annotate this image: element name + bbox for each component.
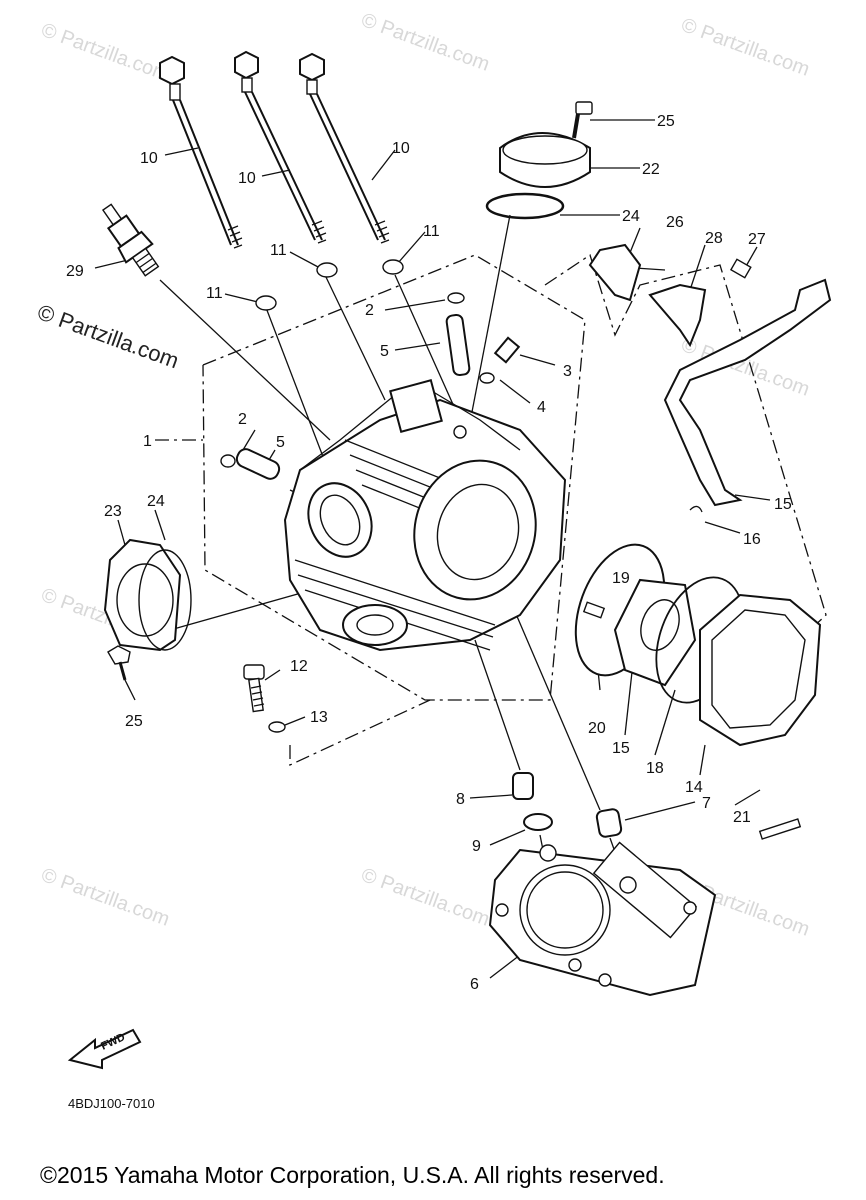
watermark: © Partzilla.com bbox=[38, 19, 172, 86]
callout-label: 24 bbox=[147, 493, 165, 510]
callout-label: 10 bbox=[238, 170, 256, 187]
callout-label: 2 bbox=[238, 411, 247, 428]
valve-cover-assembly bbox=[574, 543, 822, 840]
callout-label: 25 bbox=[657, 113, 675, 130]
callout-label: 21 bbox=[733, 809, 751, 826]
callout-label: 7 bbox=[702, 795, 711, 812]
watermark: © Partzilla.com bbox=[38, 864, 172, 931]
callout-label: 28 bbox=[705, 230, 723, 247]
callout-label: 2 bbox=[365, 302, 374, 319]
head-gasket bbox=[488, 841, 717, 997]
callout-label: 11 bbox=[270, 242, 287, 259]
callout-label: 10 bbox=[140, 150, 158, 167]
fwd-arrow: FWD bbox=[67, 1028, 142, 1070]
callout-label: 5 bbox=[380, 343, 389, 360]
callout-label: 11 bbox=[423, 223, 440, 240]
callout-label: 22 bbox=[642, 161, 660, 178]
callout-label: 13 bbox=[310, 709, 328, 726]
callout-label: 14 bbox=[685, 779, 703, 796]
callout-label: 6 bbox=[470, 976, 479, 993]
callout-label: 5 bbox=[276, 434, 285, 451]
callout-label: 15 bbox=[774, 496, 792, 513]
callout-label: 25 bbox=[125, 713, 143, 730]
tappet-cover bbox=[485, 101, 593, 220]
washer-11 bbox=[316, 262, 338, 278]
callout-label: 19 bbox=[612, 570, 630, 587]
watermark-main: © Partzilla.com bbox=[34, 299, 182, 373]
bolt-left bbox=[159, 55, 243, 249]
assembly-boundaries bbox=[155, 253, 827, 767]
callout-label: 1 bbox=[143, 433, 152, 450]
callout-labels: 10 10 10 11 11 11 29 25 22 24 2 5 3 4 1 … bbox=[66, 113, 792, 993]
cylinder-head-boundary bbox=[202, 254, 586, 701]
diagram-code: 4BDJ100-7010 bbox=[68, 1096, 155, 1111]
cover-boundary bbox=[544, 253, 827, 631]
watermark: © Partzilla.com bbox=[358, 864, 492, 931]
callout-label: 18 bbox=[646, 760, 664, 777]
spark-plug bbox=[101, 203, 160, 277]
cylinder-head-body bbox=[283, 379, 567, 652]
callout-label: 11 bbox=[206, 285, 223, 302]
head-bolts bbox=[159, 50, 404, 311]
callout-label: 10 bbox=[392, 140, 410, 157]
callout-label: 20 bbox=[588, 720, 606, 737]
copyright-notice: ©2015 Yamaha Motor Corporation, U.S.A. A… bbox=[40, 1162, 665, 1188]
dowel-pins bbox=[512, 772, 623, 838]
callout-label: 8 bbox=[456, 791, 465, 808]
callout-label: 26 bbox=[666, 214, 684, 231]
callout-label: 27 bbox=[748, 231, 766, 248]
callout-label: 9 bbox=[472, 838, 481, 855]
watermark: © Partzilla.com bbox=[358, 9, 492, 76]
washer-11 bbox=[382, 259, 404, 275]
callout-label: 12 bbox=[290, 658, 308, 675]
bolt-middle bbox=[234, 50, 327, 244]
callout-label: 23 bbox=[104, 503, 122, 520]
valve-parts bbox=[220, 292, 521, 480]
callout-label: 16 bbox=[743, 531, 761, 548]
callout-label: 3 bbox=[563, 363, 572, 380]
bolt-12 bbox=[243, 664, 286, 733]
bolt-right bbox=[299, 52, 390, 244]
callout-label: 24 bbox=[622, 208, 640, 225]
side-cover bbox=[103, 538, 192, 681]
callout-label: 15 bbox=[612, 740, 630, 757]
watermark: © Partzilla.com bbox=[678, 14, 812, 81]
bolt-boundary bbox=[289, 699, 431, 767]
callout-label: 29 bbox=[66, 263, 84, 280]
washer-11 bbox=[255, 295, 277, 311]
intake-parts bbox=[588, 243, 832, 513]
callout-label: 4 bbox=[537, 399, 546, 416]
